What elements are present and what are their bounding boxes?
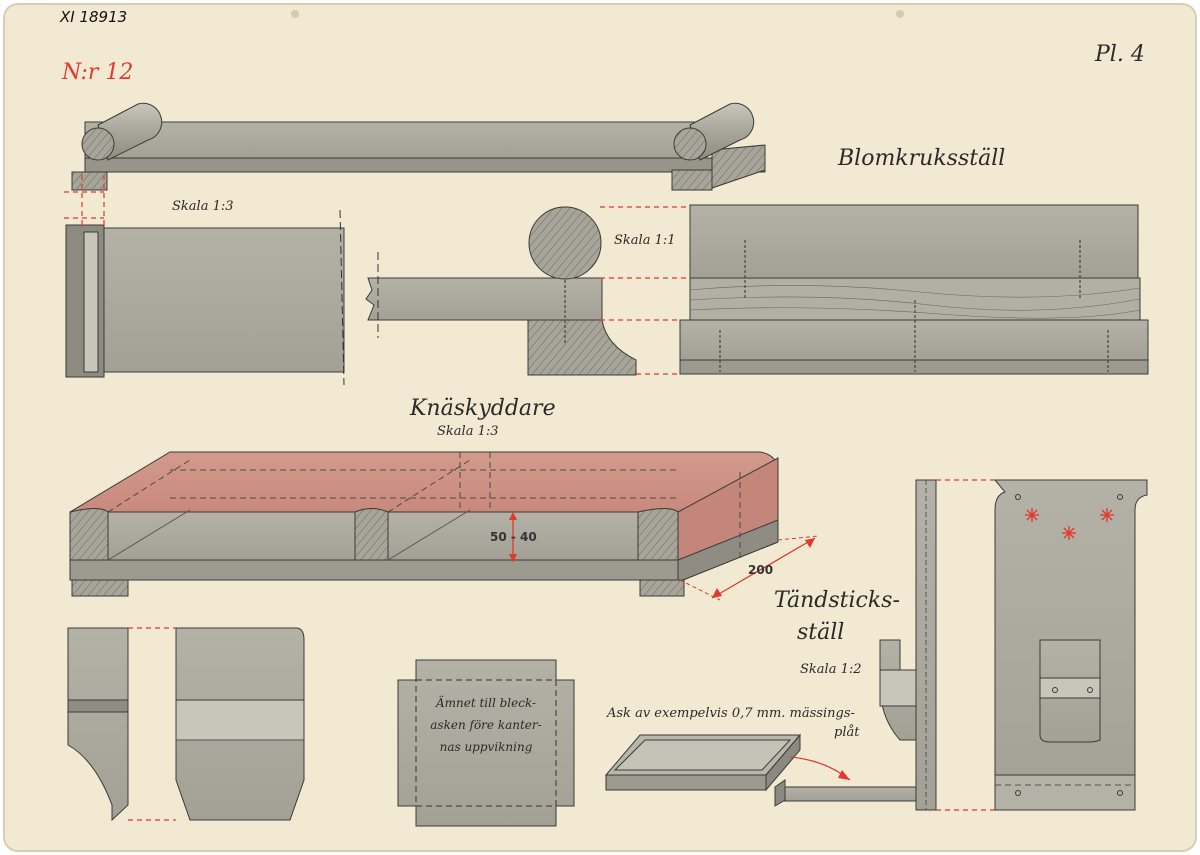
blank-sheet-note-line1: Ämnet till bleck-: [435, 696, 537, 710]
title-knee-guard: Knäskyddare: [410, 396, 556, 421]
pin-hole-left: [291, 10, 299, 18]
small-tray: [604, 733, 802, 792]
knee-guard-dimension-arrows: [509, 512, 819, 601]
pin-hole-right: [896, 10, 904, 18]
decorative-star-icons: [1025, 508, 1114, 540]
flowerpot-stand-perspective: [71, 102, 766, 191]
scale-label-1-1: Skala 1:1: [614, 233, 676, 248]
scale-label-knee-guard: Skala 1:3: [437, 424, 499, 439]
red-projection-lines-top: [64, 175, 690, 375]
match-holder-side-view: [774, 479, 937, 811]
plate-label: Pl. 4: [1095, 42, 1145, 67]
scale-label-top: Skala 1:3: [172, 199, 234, 214]
red-projection-lines-right: [936, 479, 995, 811]
scale-label-1-2: Skala 1:2: [800, 662, 862, 677]
title-match-holder-line2: ställ: [797, 620, 845, 645]
box-material-note-line1: Ask av exempelvis 0,7 mm. mässings-: [607, 706, 855, 721]
dimension-depth: 200: [748, 563, 774, 577]
blank-sheet-note-line3: nas uppvikning: [439, 740, 533, 754]
knee-guard-details-bottom: [67, 627, 305, 822]
plate-number: N:r 12: [62, 60, 134, 85]
box-material-note-line2: plåt: [834, 725, 860, 740]
blank-sheet-note-line2: asken före kanter-: [430, 718, 542, 732]
dimension-height-range: 50 - 40: [490, 530, 537, 544]
blank-sheet-note: Ämnet till bleck- asken före kanter- nas…: [400, 692, 572, 758]
blank-sheet-box: [397, 659, 575, 827]
knee-guard-perspective: [69, 451, 779, 597]
title-flowerpot-stand: Blomkruksställ: [838, 146, 1006, 171]
match-holder-front-view: [993, 479, 1148, 811]
catalog-number: XI 18913: [60, 8, 128, 26]
flowerpot-stand-section-1-1: [527, 204, 1149, 376]
flowerpot-stand-plan-view: [65, 209, 603, 386]
title-match-holder-line1: Tändsticks-: [774, 588, 900, 613]
